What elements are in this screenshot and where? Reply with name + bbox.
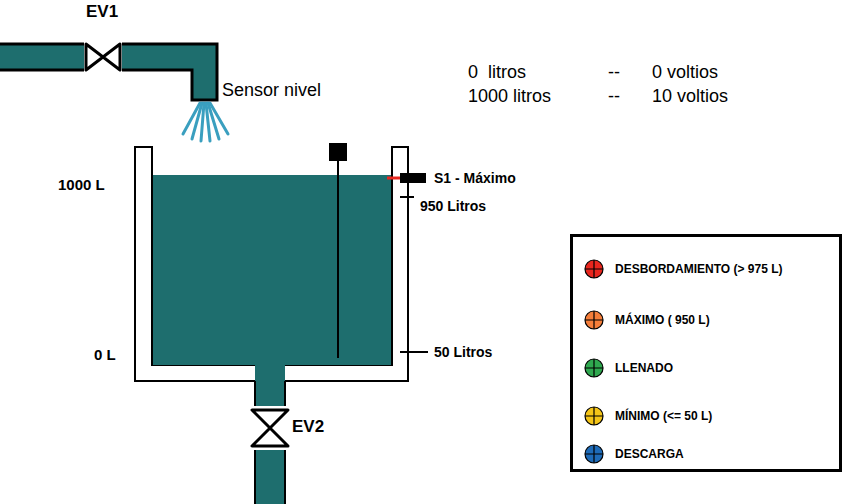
pilot-lamp-swatch xyxy=(583,309,605,331)
valve-label: EV1 xyxy=(86,2,118,22)
legend-entry: MÍNIMO (<= 50 L) xyxy=(583,405,712,427)
pilot-lamp-swatch xyxy=(583,258,605,280)
water xyxy=(153,175,391,365)
scale-text: 1000 litros xyxy=(468,86,551,107)
legend-text: DESBORDAMIENTO (> 975 L) xyxy=(615,262,782,276)
pilot-lamp-swatch xyxy=(583,357,605,379)
level-label: 50 Litros xyxy=(434,344,492,360)
level-switch xyxy=(400,173,426,183)
sensor-label: Sensor nivel xyxy=(222,80,321,101)
legend-box: DESBORDAMIENTO (> 975 L) MÁXIMO ( 950 L) L… xyxy=(570,234,842,472)
legend-text: MÁXIMO ( 950 L) xyxy=(615,313,710,327)
legend-text: LLENADO xyxy=(615,361,673,375)
sensor-head xyxy=(329,143,347,161)
valve-symbol xyxy=(252,410,288,446)
level-label: 950 Litros xyxy=(420,198,486,214)
pilot-lamp-swatch xyxy=(583,405,605,427)
level-tick xyxy=(400,351,428,353)
pilot-lamp-swatch xyxy=(583,443,605,465)
valve-gap xyxy=(250,406,290,450)
spray xyxy=(183,103,228,141)
legend-entry: MÁXIMO ( 950 L) xyxy=(583,309,710,331)
level-tick xyxy=(400,196,414,198)
scale-text: 10 voltios xyxy=(652,86,728,107)
sensor-probe xyxy=(337,161,339,358)
switch-label: S1 - Máximo xyxy=(434,170,516,186)
valve-gap xyxy=(84,40,122,74)
scale-text: -- xyxy=(608,86,620,107)
valve-label: EV2 xyxy=(292,417,324,437)
legend-text: MÍNIMO (<= 50 L) xyxy=(615,409,712,423)
scale-text: 0 voltios xyxy=(652,62,718,83)
scale-text: -- xyxy=(608,62,620,83)
switch-contact xyxy=(387,177,401,180)
level-mark: 0 L xyxy=(94,346,116,363)
valve-symbol xyxy=(86,44,120,70)
tank-wall xyxy=(135,147,408,381)
scale-text: 0 litros xyxy=(468,62,526,83)
legend-entry: DESBORDAMIENTO (> 975 L) xyxy=(583,258,782,280)
level-mark: 1000 L xyxy=(58,176,105,193)
legend-text: DESCARGA xyxy=(615,447,684,461)
legend-entry: LLENADO xyxy=(583,357,673,379)
legend-entry: DESCARGA xyxy=(583,443,684,465)
